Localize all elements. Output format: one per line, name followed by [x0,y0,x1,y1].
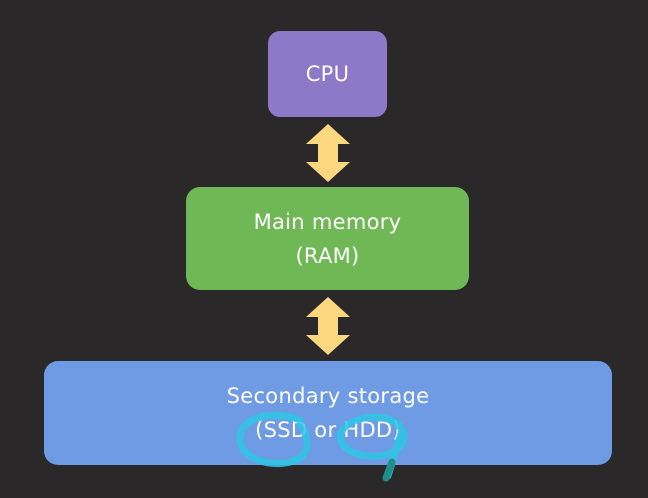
ram-label-line1: Main memory [253,209,402,234]
arrow-cpu-ram-shape [306,124,350,182]
cpu-node: CPU [268,31,387,117]
storage-label-line1: Secondary storage [226,384,430,408]
storage-label-line2: (SSD or HDD) [255,418,401,442]
cpu-label: CPU [305,62,350,86]
main-memory-node: Main memory (RAM) [186,187,469,290]
bidirectional-arrow-icon [306,297,350,355]
ram-label-line2: (RAM) [295,243,360,268]
bidirectional-arrow-icon [306,124,350,182]
secondary-storage-node: Secondary storage (SSD or HDD) [44,361,612,465]
arrow-ram-storage-shape [306,297,350,355]
